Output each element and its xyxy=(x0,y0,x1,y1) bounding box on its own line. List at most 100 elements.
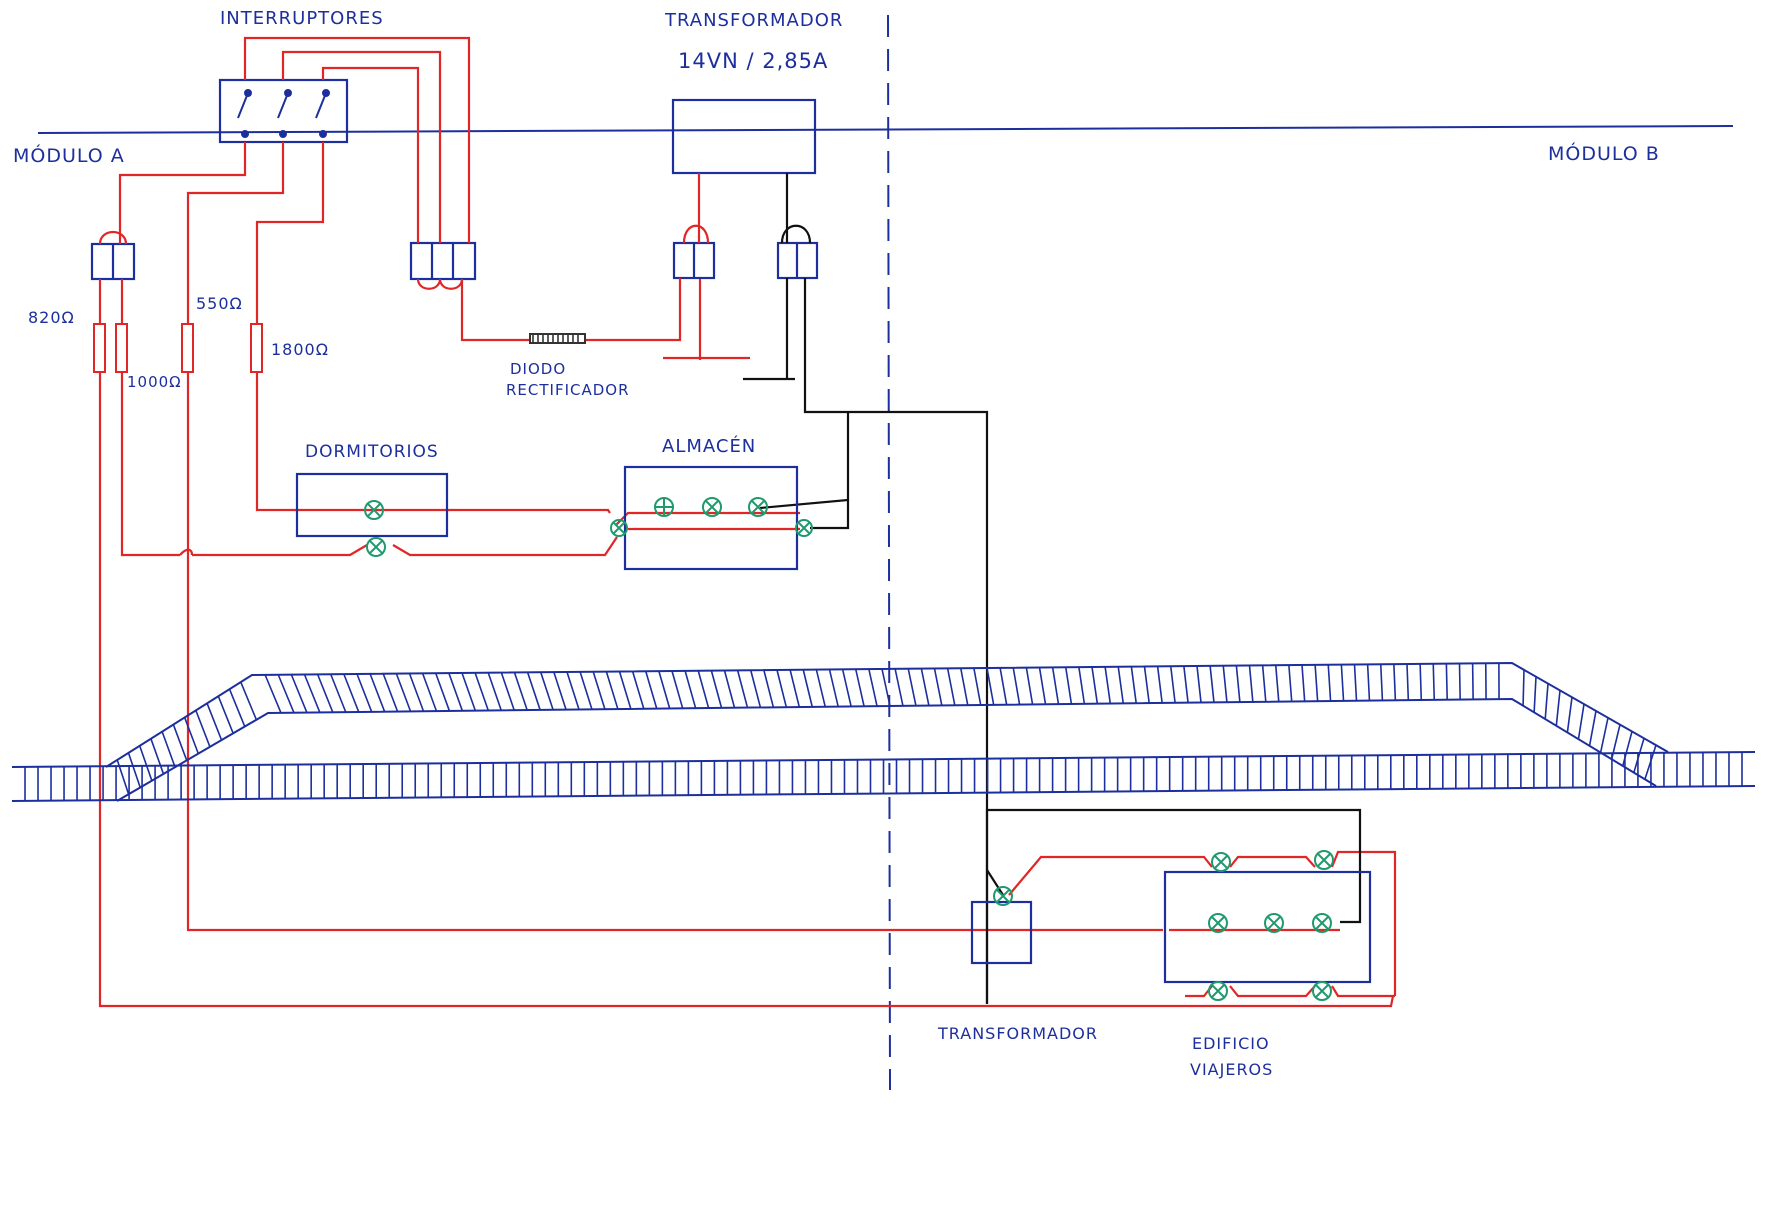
track-tie xyxy=(356,673,373,713)
track-tie xyxy=(986,667,995,705)
track-tie xyxy=(1393,664,1397,701)
track-tie xyxy=(150,738,165,775)
track-tie xyxy=(1012,667,1021,705)
track-tie xyxy=(1117,666,1125,704)
track-tie xyxy=(1458,663,1461,700)
track-tie xyxy=(382,673,399,712)
track-tie xyxy=(631,671,645,709)
lamp-icon xyxy=(364,497,1334,1001)
track-tie xyxy=(920,668,930,706)
track-tie xyxy=(684,670,697,709)
track-tie xyxy=(316,674,334,713)
track-tie xyxy=(605,671,619,710)
passenger-building-box xyxy=(1163,870,1372,984)
track-tie xyxy=(828,669,839,707)
track-tie xyxy=(1633,738,1645,773)
track-tie xyxy=(228,688,246,727)
track-tie xyxy=(658,670,671,709)
track-tie xyxy=(776,669,788,708)
resistor-550-label: 550Ω xyxy=(196,294,243,313)
track-tie xyxy=(1599,717,1609,753)
module-b-label: MÓDULO B xyxy=(1548,141,1660,165)
track-tie xyxy=(206,703,223,741)
return-wiring xyxy=(743,173,1362,1004)
track-tie xyxy=(868,668,878,707)
track-tie xyxy=(526,672,541,711)
track-tie xyxy=(1522,669,1525,706)
track-tie xyxy=(1261,665,1267,702)
track-tie xyxy=(1038,667,1047,705)
track-tie xyxy=(1353,664,1358,701)
track-tie xyxy=(277,674,295,714)
track-tie xyxy=(1274,665,1280,702)
track-tie xyxy=(127,752,141,788)
track-tie xyxy=(1051,667,1060,705)
track-tie xyxy=(671,670,684,709)
track-tie xyxy=(1104,666,1112,704)
track-tie xyxy=(1235,665,1241,703)
track-tie xyxy=(369,673,386,712)
track-tie xyxy=(1314,664,1319,702)
track-tie xyxy=(1156,666,1163,704)
building-label-line1: EDIFICIO xyxy=(1192,1034,1270,1053)
track-tie xyxy=(1169,666,1176,703)
track-tie xyxy=(1143,666,1150,704)
track-tie xyxy=(1406,663,1410,701)
track-tie xyxy=(907,668,917,706)
transformer-rating-label: 14VN / 2,85A xyxy=(678,49,828,73)
switch-icon xyxy=(237,89,330,138)
track-tie xyxy=(789,669,801,708)
track-tie xyxy=(290,674,308,713)
bottom-transformer-box xyxy=(970,900,1033,965)
resistor-1000-label: 1000Ω xyxy=(127,373,182,391)
track-tie xyxy=(161,731,176,768)
track-tie xyxy=(343,673,360,713)
diode-label-line1: DIODO xyxy=(510,360,566,378)
track-tie xyxy=(1248,665,1254,702)
track-tie xyxy=(172,724,188,761)
track-tie xyxy=(1577,703,1585,740)
track-tie xyxy=(1130,666,1138,704)
track-tie xyxy=(749,670,762,708)
track-tie xyxy=(566,671,580,710)
diode-label-line2: RECTIFICADOR xyxy=(506,381,630,399)
track-tie xyxy=(579,671,593,710)
top-transformer-box xyxy=(671,98,817,175)
track-tie xyxy=(461,672,477,711)
module-a-label: MÓDULO A xyxy=(13,143,125,167)
track-tie xyxy=(1379,664,1384,701)
track-tie xyxy=(434,672,451,712)
track-tie xyxy=(513,672,528,711)
track-tie xyxy=(487,672,503,711)
almacen-box xyxy=(623,465,799,571)
track-tie xyxy=(1025,667,1034,705)
track-tie xyxy=(303,674,321,713)
track-tie xyxy=(395,673,412,712)
warehouse-label: ALMACÉN xyxy=(662,435,756,457)
track-tie xyxy=(138,745,153,781)
switches-label: INTERRUPTORES xyxy=(220,8,384,29)
resistor-icon xyxy=(93,323,263,373)
track-tie xyxy=(815,669,826,707)
track-tie xyxy=(1544,683,1549,720)
track-tie xyxy=(240,681,258,721)
track-tie xyxy=(1288,665,1293,702)
track-tie xyxy=(195,710,211,748)
track-tie xyxy=(1588,710,1597,746)
track-tie xyxy=(1209,665,1215,703)
track-tie xyxy=(421,673,438,712)
track-tie xyxy=(1064,667,1073,705)
track-tie xyxy=(408,673,425,712)
track-tie xyxy=(330,673,347,713)
track-tie xyxy=(736,670,749,708)
bedrooms-label: DORMITORIOS xyxy=(305,442,439,462)
track-tie xyxy=(697,670,710,709)
track-tie xyxy=(1078,667,1086,704)
track-tie xyxy=(592,671,606,710)
connector-icon xyxy=(90,241,819,281)
track-tie xyxy=(854,669,865,707)
transformer-top-label: TRANSFORMADOR xyxy=(664,10,843,31)
track-tie xyxy=(1533,676,1537,713)
track-tie xyxy=(217,695,234,734)
